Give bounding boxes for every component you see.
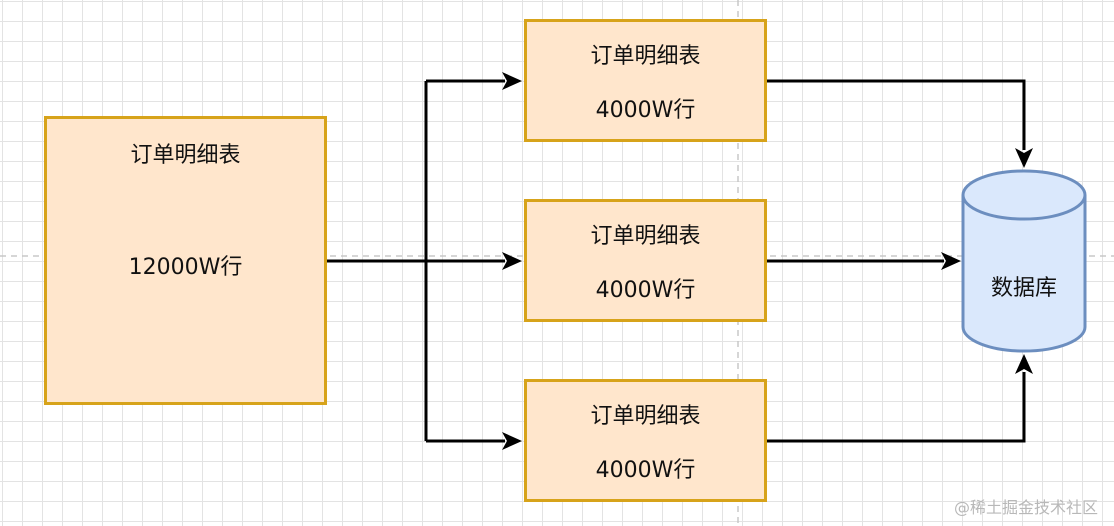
split-table-title: 订单明细表 [590, 44, 701, 69]
arrowhead-bot-to-db [1015, 354, 1033, 374]
split-table-rows: 4000W行 [595, 458, 696, 483]
split-table-rows: 4000W行 [595, 278, 696, 303]
arrowhead-bot-table [502, 432, 522, 450]
source-table-title: 订单明细表 [130, 143, 241, 168]
arrowhead-top-to-db [1015, 148, 1033, 168]
arrow-top-to-db [767, 79, 1026, 150]
arrow-bot-to-db [767, 372, 1026, 443]
split-table-box-2[interactable]: 订单明细表 4000W行 [524, 199, 767, 322]
database-cylinder [961, 169, 1087, 353]
split-table-rows: 4000W行 [595, 98, 696, 123]
split-table-title: 订单明细表 [590, 404, 701, 429]
arrowhead-mid-to-db [941, 252, 961, 270]
watermark-text: @稀土掘金技术社区 [953, 498, 1098, 517]
split-table-box-3[interactable]: 订单明细表 4000W行 [524, 379, 767, 502]
split-table-title: 订单明细表 [590, 224, 701, 249]
source-table-box[interactable]: 订单明细表 12000W行 [44, 116, 327, 405]
source-table-rows: 12000W行 [128, 255, 243, 280]
arrowhead-top-table [502, 72, 522, 90]
connector-split [327, 81, 428, 441]
database-label: 数据库 [990, 276, 1057, 301]
arrowhead-mid-table [502, 252, 522, 270]
split-table-box-1[interactable]: 订单明细表 4000W行 [524, 19, 767, 142]
